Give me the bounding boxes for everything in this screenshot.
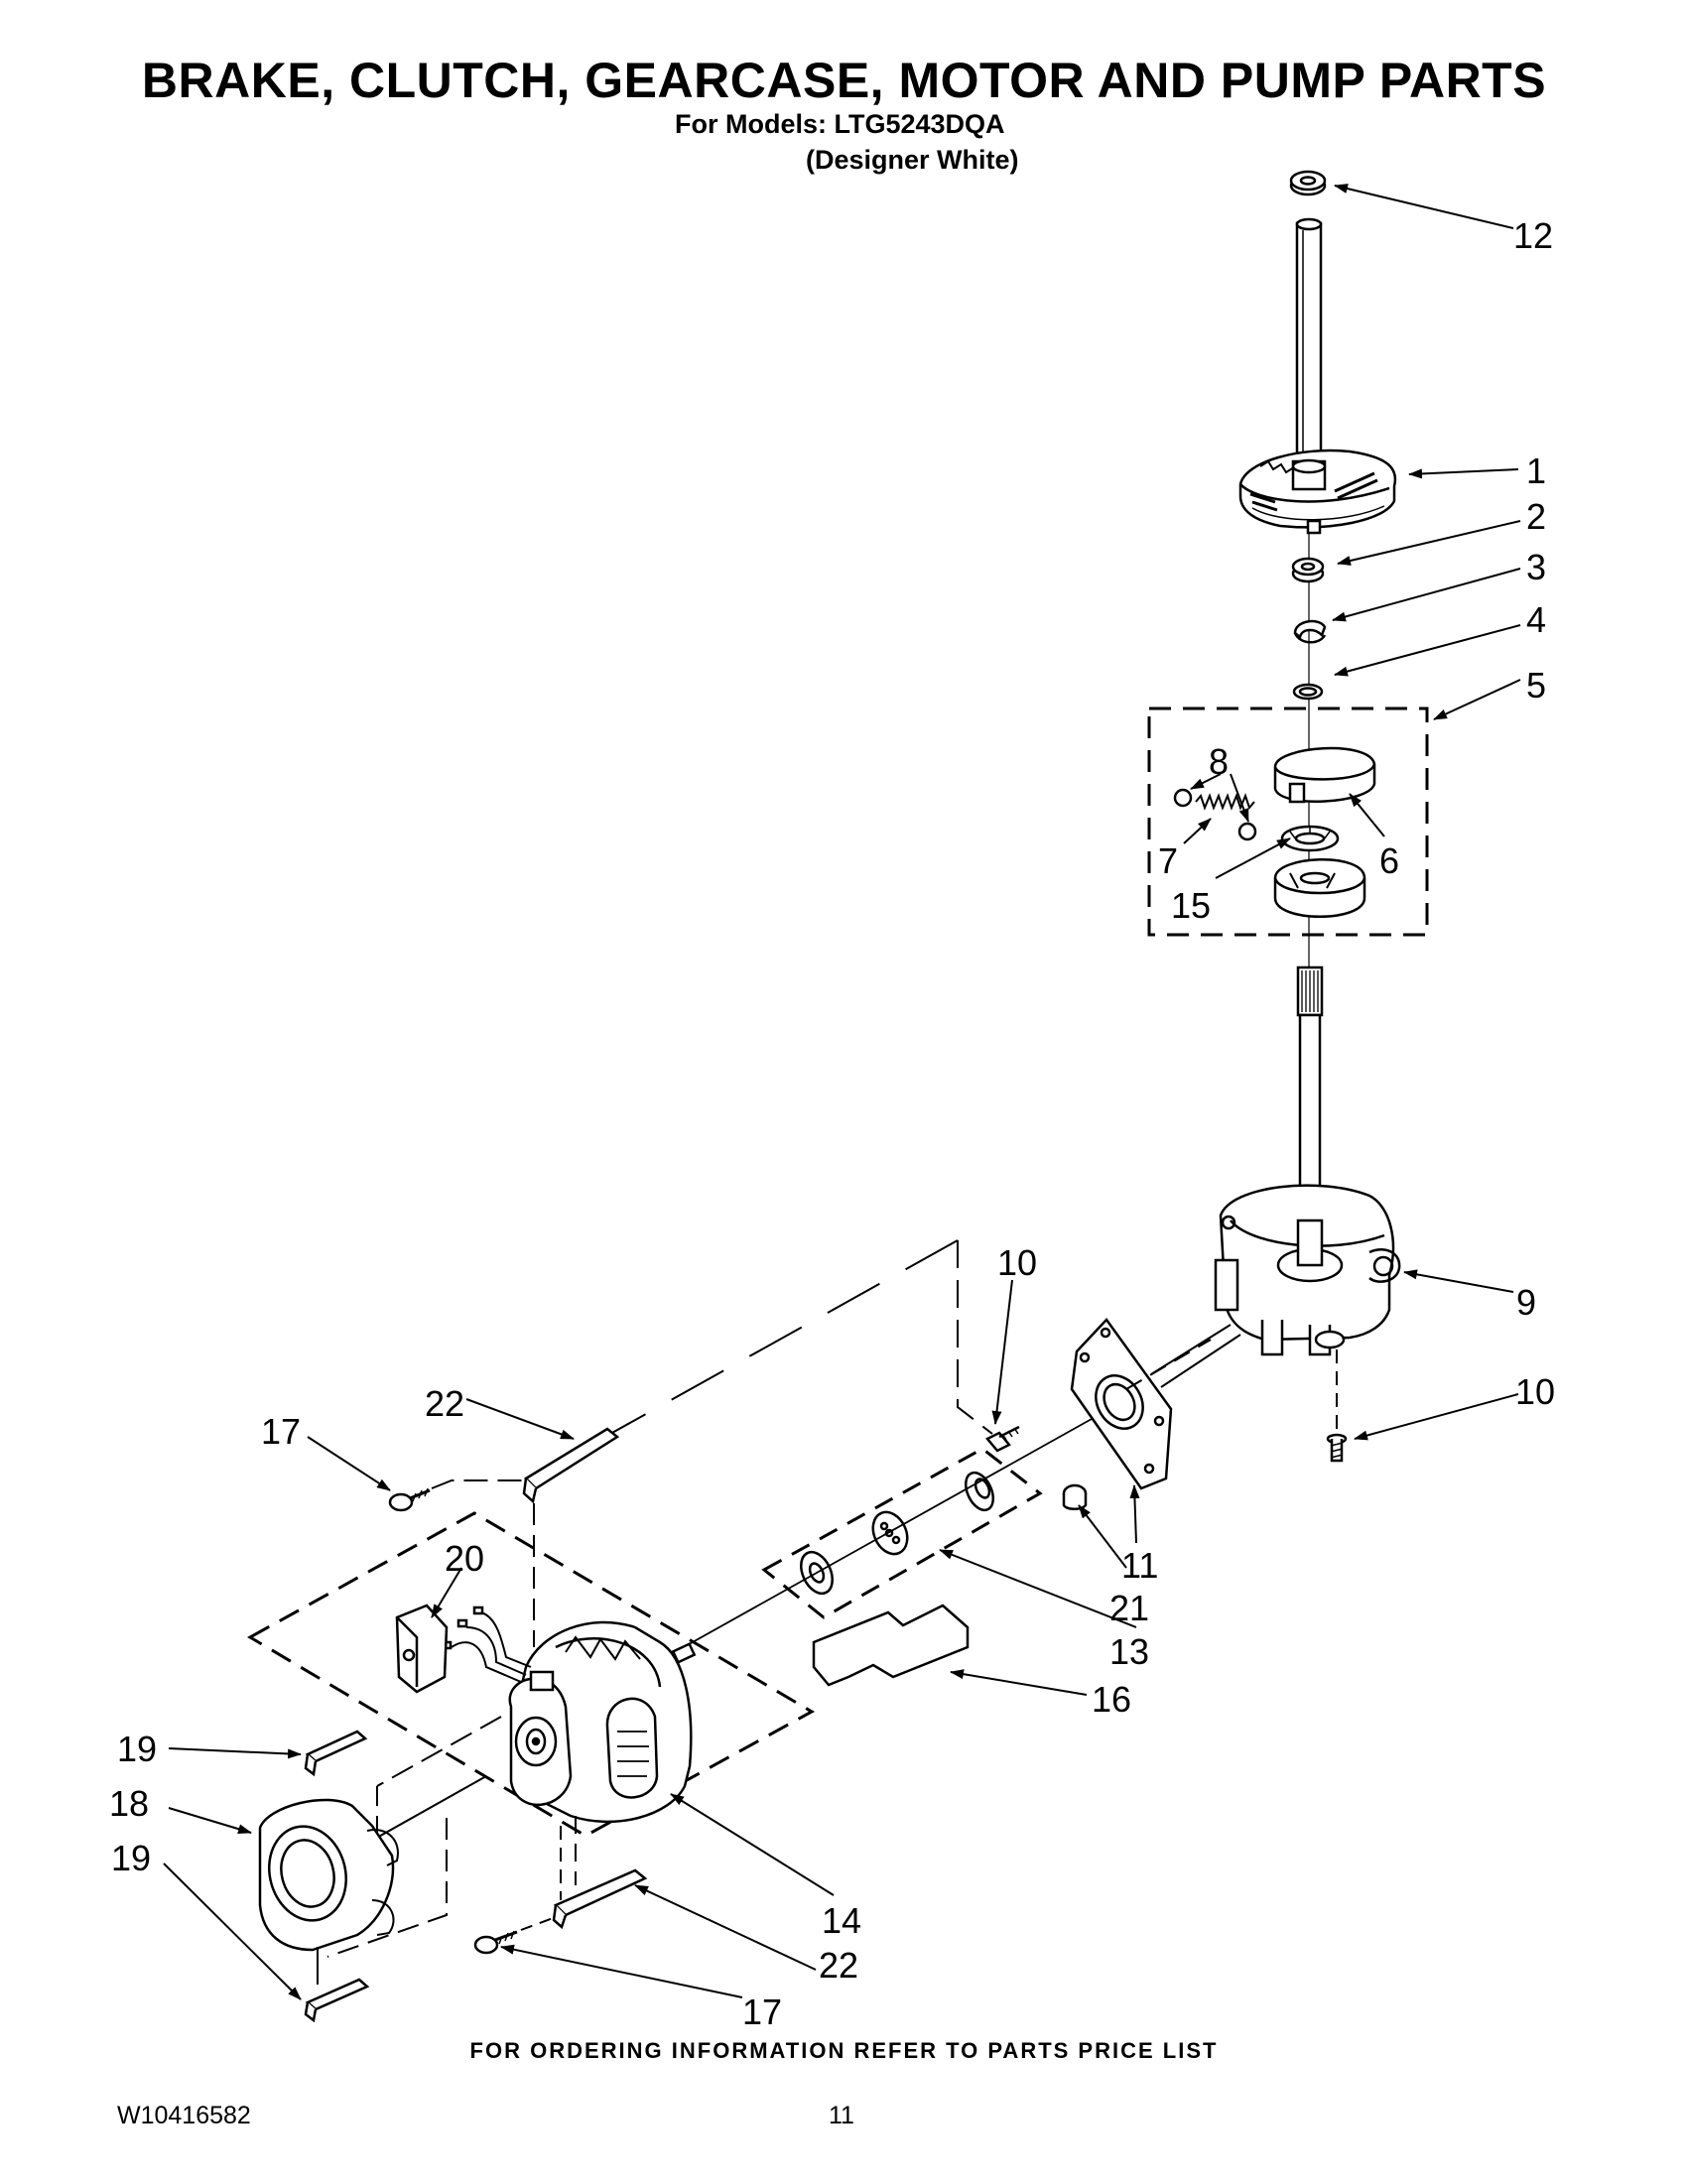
motor-assembly-box-part-14 [246,1511,816,1838]
clip-part-19-lower [304,1978,370,2023]
bolt-part-10-upper [985,1425,1020,1453]
clip-part-3 [1293,619,1327,644]
callout-20: 20 [445,1538,484,1579]
spring-part-7 [1195,793,1255,811]
callout-19-lower: 19 [111,1838,151,1878]
motor [508,1620,697,1824]
callout-14: 14 [822,1900,861,1941]
callout-1: 1 [1526,450,1546,491]
callout-7: 7 [1158,840,1178,881]
callout-17-upper: 17 [261,1411,301,1452]
bushing-part-2 [1291,557,1325,583]
clutch-shoe-part-8 [1173,788,1257,841]
callout-22-upper: 22 [425,1383,464,1424]
spring-washer-part-15 [1280,825,1340,852]
shield-part-16 [812,1604,970,1687]
callout-11: 11 [1121,1545,1158,1586]
page-number: 11 [829,2102,854,2129]
strap-part-22-lower [552,1826,648,1930]
callout-5: 5 [1526,665,1546,706]
clip-part-19-upper [304,1730,368,1777]
callout-18: 18 [109,1783,149,1824]
callout-19-upper: 19 [117,1729,157,1769]
callout-6: 6 [1379,840,1399,881]
callout-12: 12 [1513,215,1553,256]
models-line: For Models: LTG5243DQA [675,109,1005,139]
clutch-assembly-box-part-5 [1147,707,1429,937]
switch-part-20 [395,1604,449,1694]
ordering-note: FOR ORDERING INFORMATION REFER TO PARTS … [469,2038,1219,2063]
callout-13: 13 [1109,1631,1149,1672]
callout-10-lower: 10 [1515,1371,1555,1412]
strap-part-22-upper [522,1427,620,1504]
callout-4: 4 [1526,599,1546,640]
callout-16: 16 [1092,1679,1131,1720]
callout-15: 15 [1171,885,1211,926]
bolt-part-10-lower [1326,1433,1348,1463]
brake-assembly-part-1 [1238,449,1397,535]
gearcase-part-9 [1214,1184,1401,1356]
finish-line: (Designer White) [806,145,1019,175]
clutch-band-part-6 [1273,746,1376,804]
callout-2: 2 [1526,496,1546,537]
washer-part-12 [1289,170,1327,196]
callout-8: 8 [1209,741,1229,782]
callout-21: 21 [1109,1588,1149,1628]
callout-17-lower: 17 [742,1991,782,2032]
page-title: BRAKE, CLUTCH, GEARCASE, MOTOR AND PUMP … [141,53,1547,108]
callout-10-upper: 10 [997,1242,1037,1283]
callout-9: 9 [1516,1282,1536,1323]
callout-22-lower: 22 [819,1945,858,1986]
callout-3: 3 [1526,547,1546,587]
coupling-box-part-13 [761,1447,1043,1619]
nut-part-21 [1062,1483,1088,1510]
mounting-plate-part-11 [1070,1318,1173,1490]
pump-part-18 [258,1798,399,1985]
document-number: W10416582 [117,2102,251,2129]
spin-tube [1295,217,1323,473]
clutch-hub [1273,858,1366,918]
screw-part-17-lower [473,1930,518,1955]
screw-part-17-upper [388,1487,431,1512]
ring-part-4 [1292,683,1324,701]
